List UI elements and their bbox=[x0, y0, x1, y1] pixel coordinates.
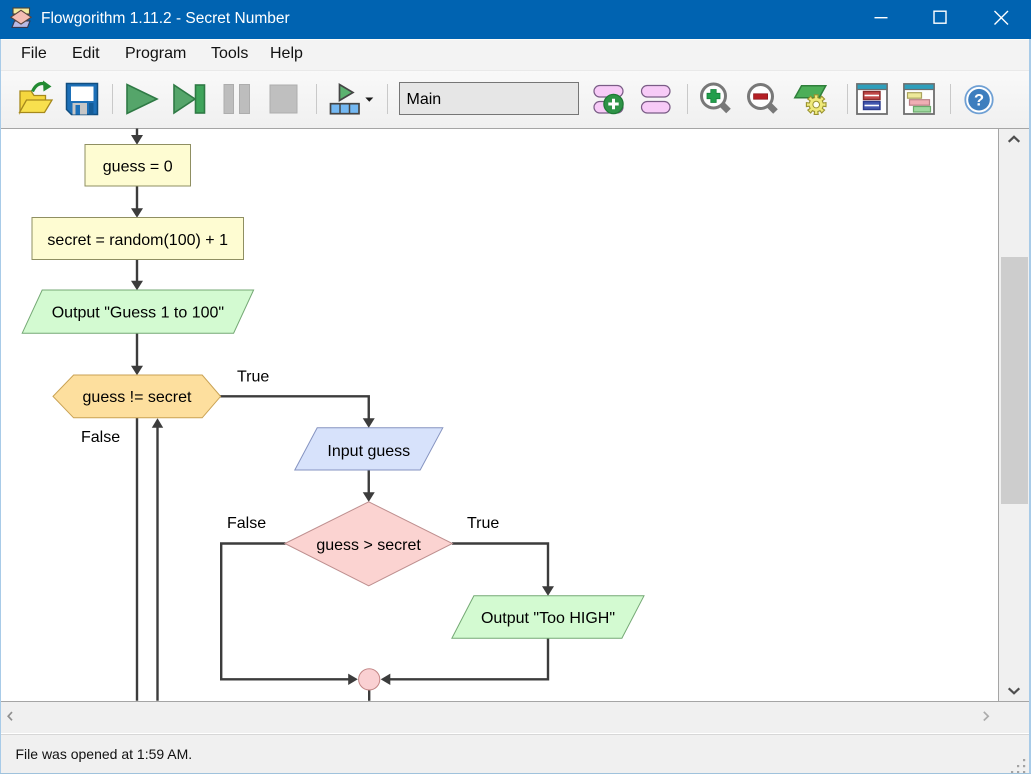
svg-text:True: True bbox=[237, 369, 269, 386]
svg-text:guess = 0: guess = 0 bbox=[103, 159, 173, 176]
svg-text:Input guess: Input guess bbox=[327, 443, 410, 460]
svg-text:False: False bbox=[227, 515, 266, 532]
svg-text:?: ? bbox=[974, 92, 984, 110]
svg-text:False: False bbox=[81, 429, 120, 446]
svg-text:guess != secret: guess != secret bbox=[83, 389, 193, 406]
svg-text:secret = random(100) + 1: secret = random(100) + 1 bbox=[47, 232, 228, 249]
svg-text:Output "Guess 1 to 100": Output "Guess 1 to 100" bbox=[52, 305, 224, 322]
svg-text:True: True bbox=[467, 515, 499, 532]
svg-text:guess > secret: guess > secret bbox=[316, 537, 421, 554]
svg-text:Output "Too HIGH": Output "Too HIGH" bbox=[481, 610, 615, 627]
